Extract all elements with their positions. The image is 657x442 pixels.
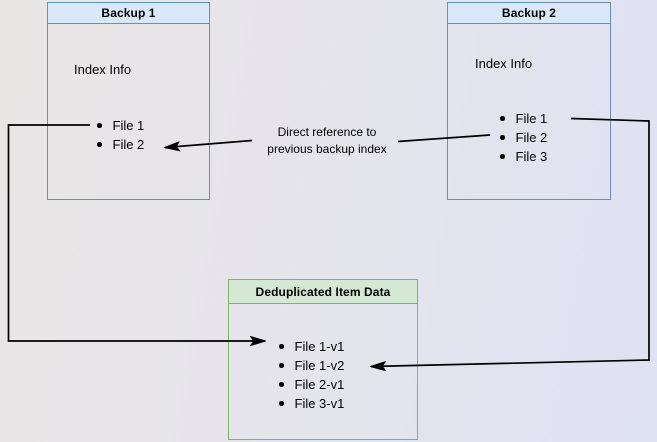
list-item: File 3-v1 — [272, 394, 344, 413]
bullet-icon — [500, 116, 505, 121]
backup1-subtitle: Index Info — [74, 62, 132, 77]
list-item: File 1 — [90, 116, 144, 135]
list-item: File 2-v1 — [272, 375, 344, 394]
dedup-node: Deduplicated Item Data File 1-v1 File 1-… — [228, 279, 418, 440]
backup1-title: Backup 1 — [48, 3, 209, 24]
bullet-icon — [500, 135, 505, 140]
backup1-file-list: File 1 File 2 — [90, 116, 144, 154]
backup1-file-2: File 2 — [112, 137, 145, 152]
list-item: File 1-v2 — [272, 356, 344, 375]
list-item: File 1 — [493, 109, 547, 128]
backup2-title: Backup 2 — [448, 3, 610, 24]
backup2-subtitle: Index Info — [475, 56, 533, 71]
bullet-icon — [279, 401, 284, 406]
backup2-file-list: File 1 File 2 File 3 — [493, 109, 547, 166]
bullet-icon — [97, 142, 102, 147]
bullet-icon — [279, 344, 284, 349]
list-item: File 2 — [90, 135, 144, 154]
dedup-file-2v1: File 2-v1 — [294, 377, 345, 392]
backup1-node: Backup 1 Index Info File 1 File 2 — [47, 2, 210, 200]
dedup-title: Deduplicated Item Data — [229, 280, 417, 304]
dedup-file-1v2: File 1-v2 — [294, 358, 345, 373]
bullet-icon — [500, 154, 505, 159]
dedup-file-list: File 1-v1 File 1-v2 File 2-v1 File 3-v1 — [272, 337, 344, 413]
list-item: File 2 — [493, 128, 547, 147]
backup2-file-2: File 2 — [515, 130, 548, 145]
bullet-icon — [279, 382, 284, 387]
connector-label: Direct reference to previous backup inde… — [267, 125, 387, 156]
list-item: File 1-v1 — [272, 337, 344, 356]
dedup-file-1v1: File 1-v1 — [294, 339, 345, 354]
backup2-file-1: File 1 — [515, 111, 548, 126]
backup1-file-1: File 1 — [112, 118, 145, 133]
backup2-file-3: File 3 — [515, 149, 548, 164]
backup2-node: Backup 2 Index Info File 1 File 2 File 3 — [447, 2, 611, 200]
list-item: File 3 — [493, 147, 547, 166]
dedup-file-3v1: File 3-v1 — [294, 396, 345, 411]
bullet-icon — [279, 363, 284, 368]
bullet-icon — [97, 123, 102, 128]
